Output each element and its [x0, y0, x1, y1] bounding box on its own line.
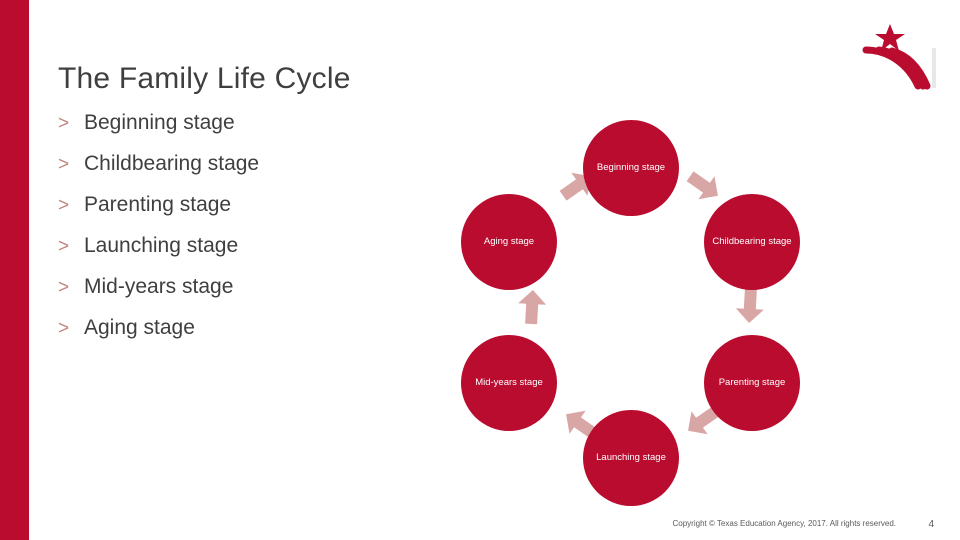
- cycle-arrow-icon: [548, 157, 606, 215]
- diagram-node-label: Parenting stage: [718, 377, 786, 389]
- chevron-right-icon: >: [58, 113, 70, 134]
- list-item-label: Parenting stage: [84, 193, 232, 216]
- chevron-right-icon: >: [58, 236, 70, 257]
- list-item-label: Mid-years stage: [84, 275, 234, 298]
- diagram-node-aging: Aging stage: [461, 194, 557, 290]
- page-title: The Family Life Cycle: [58, 62, 351, 95]
- list-item: > Aging stage: [58, 317, 458, 358]
- list-item: > Mid-years stage: [58, 276, 458, 317]
- page-number: 4: [928, 519, 934, 530]
- list-item-label: Childbearing stage: [84, 152, 260, 175]
- list-item-label: Beginning stage: [84, 111, 235, 134]
- bullet-list: > Beginning stage > Childbearing stage >…: [58, 112, 458, 358]
- chevron-right-icon: >: [58, 154, 70, 175]
- tea-logo: [832, 10, 942, 100]
- cycle-arrow-icon: [675, 157, 733, 215]
- chevron-right-icon: >: [58, 277, 70, 298]
- diagram-node-childbearing: Childbearing stage: [704, 194, 800, 290]
- diagram-node-label: Childbearing stage: [712, 236, 792, 248]
- list-item: > Launching stage: [58, 235, 458, 276]
- diagram-node-launching: Launching stage: [583, 410, 679, 506]
- diagram-node-label: Mid-years stage: [475, 377, 543, 389]
- list-item: > Parenting stage: [58, 194, 458, 235]
- left-accent-bar: [0, 0, 29, 540]
- cycle-arrow-icon: [510, 285, 554, 329]
- diagram-node-label: Aging stage: [483, 236, 535, 248]
- list-item-label: Launching stage: [84, 234, 239, 257]
- diagram-node-parenting: Parenting stage: [704, 335, 800, 431]
- chevron-right-icon: >: [58, 318, 70, 339]
- cycle-arrow-icon: [673, 392, 731, 450]
- diagram-node-label: Beginning stage: [596, 162, 666, 174]
- list-item-label: Aging stage: [84, 316, 195, 339]
- cycle-arrow-icon: [728, 284, 772, 328]
- list-item: > Beginning stage: [58, 112, 458, 153]
- chevron-right-icon: >: [58, 195, 70, 216]
- diagram-node-midyears: Mid-years stage: [461, 335, 557, 431]
- diagram-node-beginning: Beginning stage: [583, 120, 679, 216]
- list-item: > Childbearing stage: [58, 153, 458, 194]
- family-life-cycle-diagram: Beginning stage Childbearing stage Paren…: [455, 120, 835, 506]
- copyright-text: Copyright © Texas Education Agency, 2017…: [672, 519, 897, 528]
- diagram-node-label: Launching stage: [596, 452, 666, 464]
